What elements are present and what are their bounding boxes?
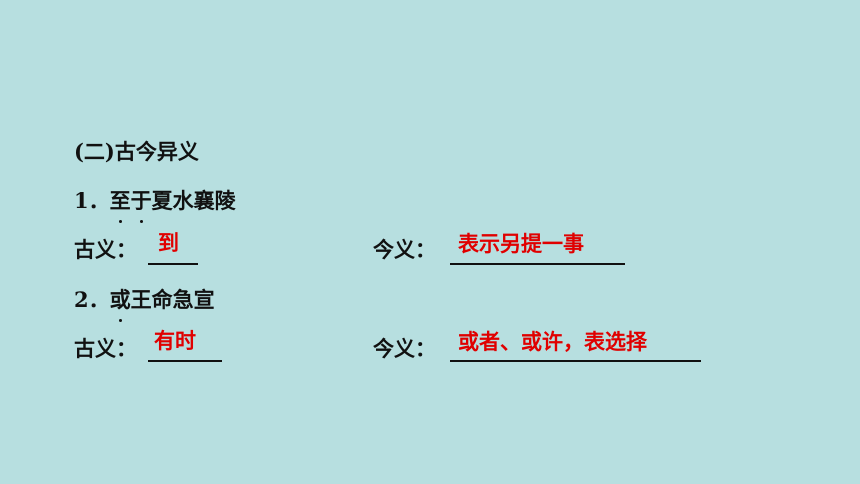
ancient-meaning-label: 古义： [74, 336, 137, 361]
section-title: (二)古今异义 [74, 139, 199, 164]
phrase-rest: 王命急宣 [130, 287, 215, 312]
dotted-char: 或 [109, 287, 131, 322]
dotted-char: 于 [130, 188, 152, 223]
item-number: 2． [74, 287, 110, 312]
ancient-meaning-label: 古义： [74, 237, 137, 262]
item-1-phrase: 1．至于夏水襄陵 [74, 187, 236, 223]
modern-meaning-label: 今义： [373, 237, 436, 262]
ancient-answer: 到 [158, 231, 179, 255]
modern-blank [450, 263, 625, 265]
modern-blank [450, 360, 701, 362]
dotted-char: 至 [109, 188, 131, 223]
modern-answer: 表示另提一事 [458, 232, 584, 256]
ancient-blank [148, 263, 198, 265]
modern-answer: 或者、或许，表选择 [458, 330, 647, 354]
item-2-phrase: 2．或王命急宣 [74, 286, 215, 322]
ancient-answer: 有时 [154, 329, 196, 353]
ancient-blank [148, 360, 222, 362]
modern-meaning-label: 今义： [373, 336, 436, 361]
phrase-rest: 夏水襄陵 [151, 188, 236, 213]
item-number: 1． [74, 188, 110, 213]
